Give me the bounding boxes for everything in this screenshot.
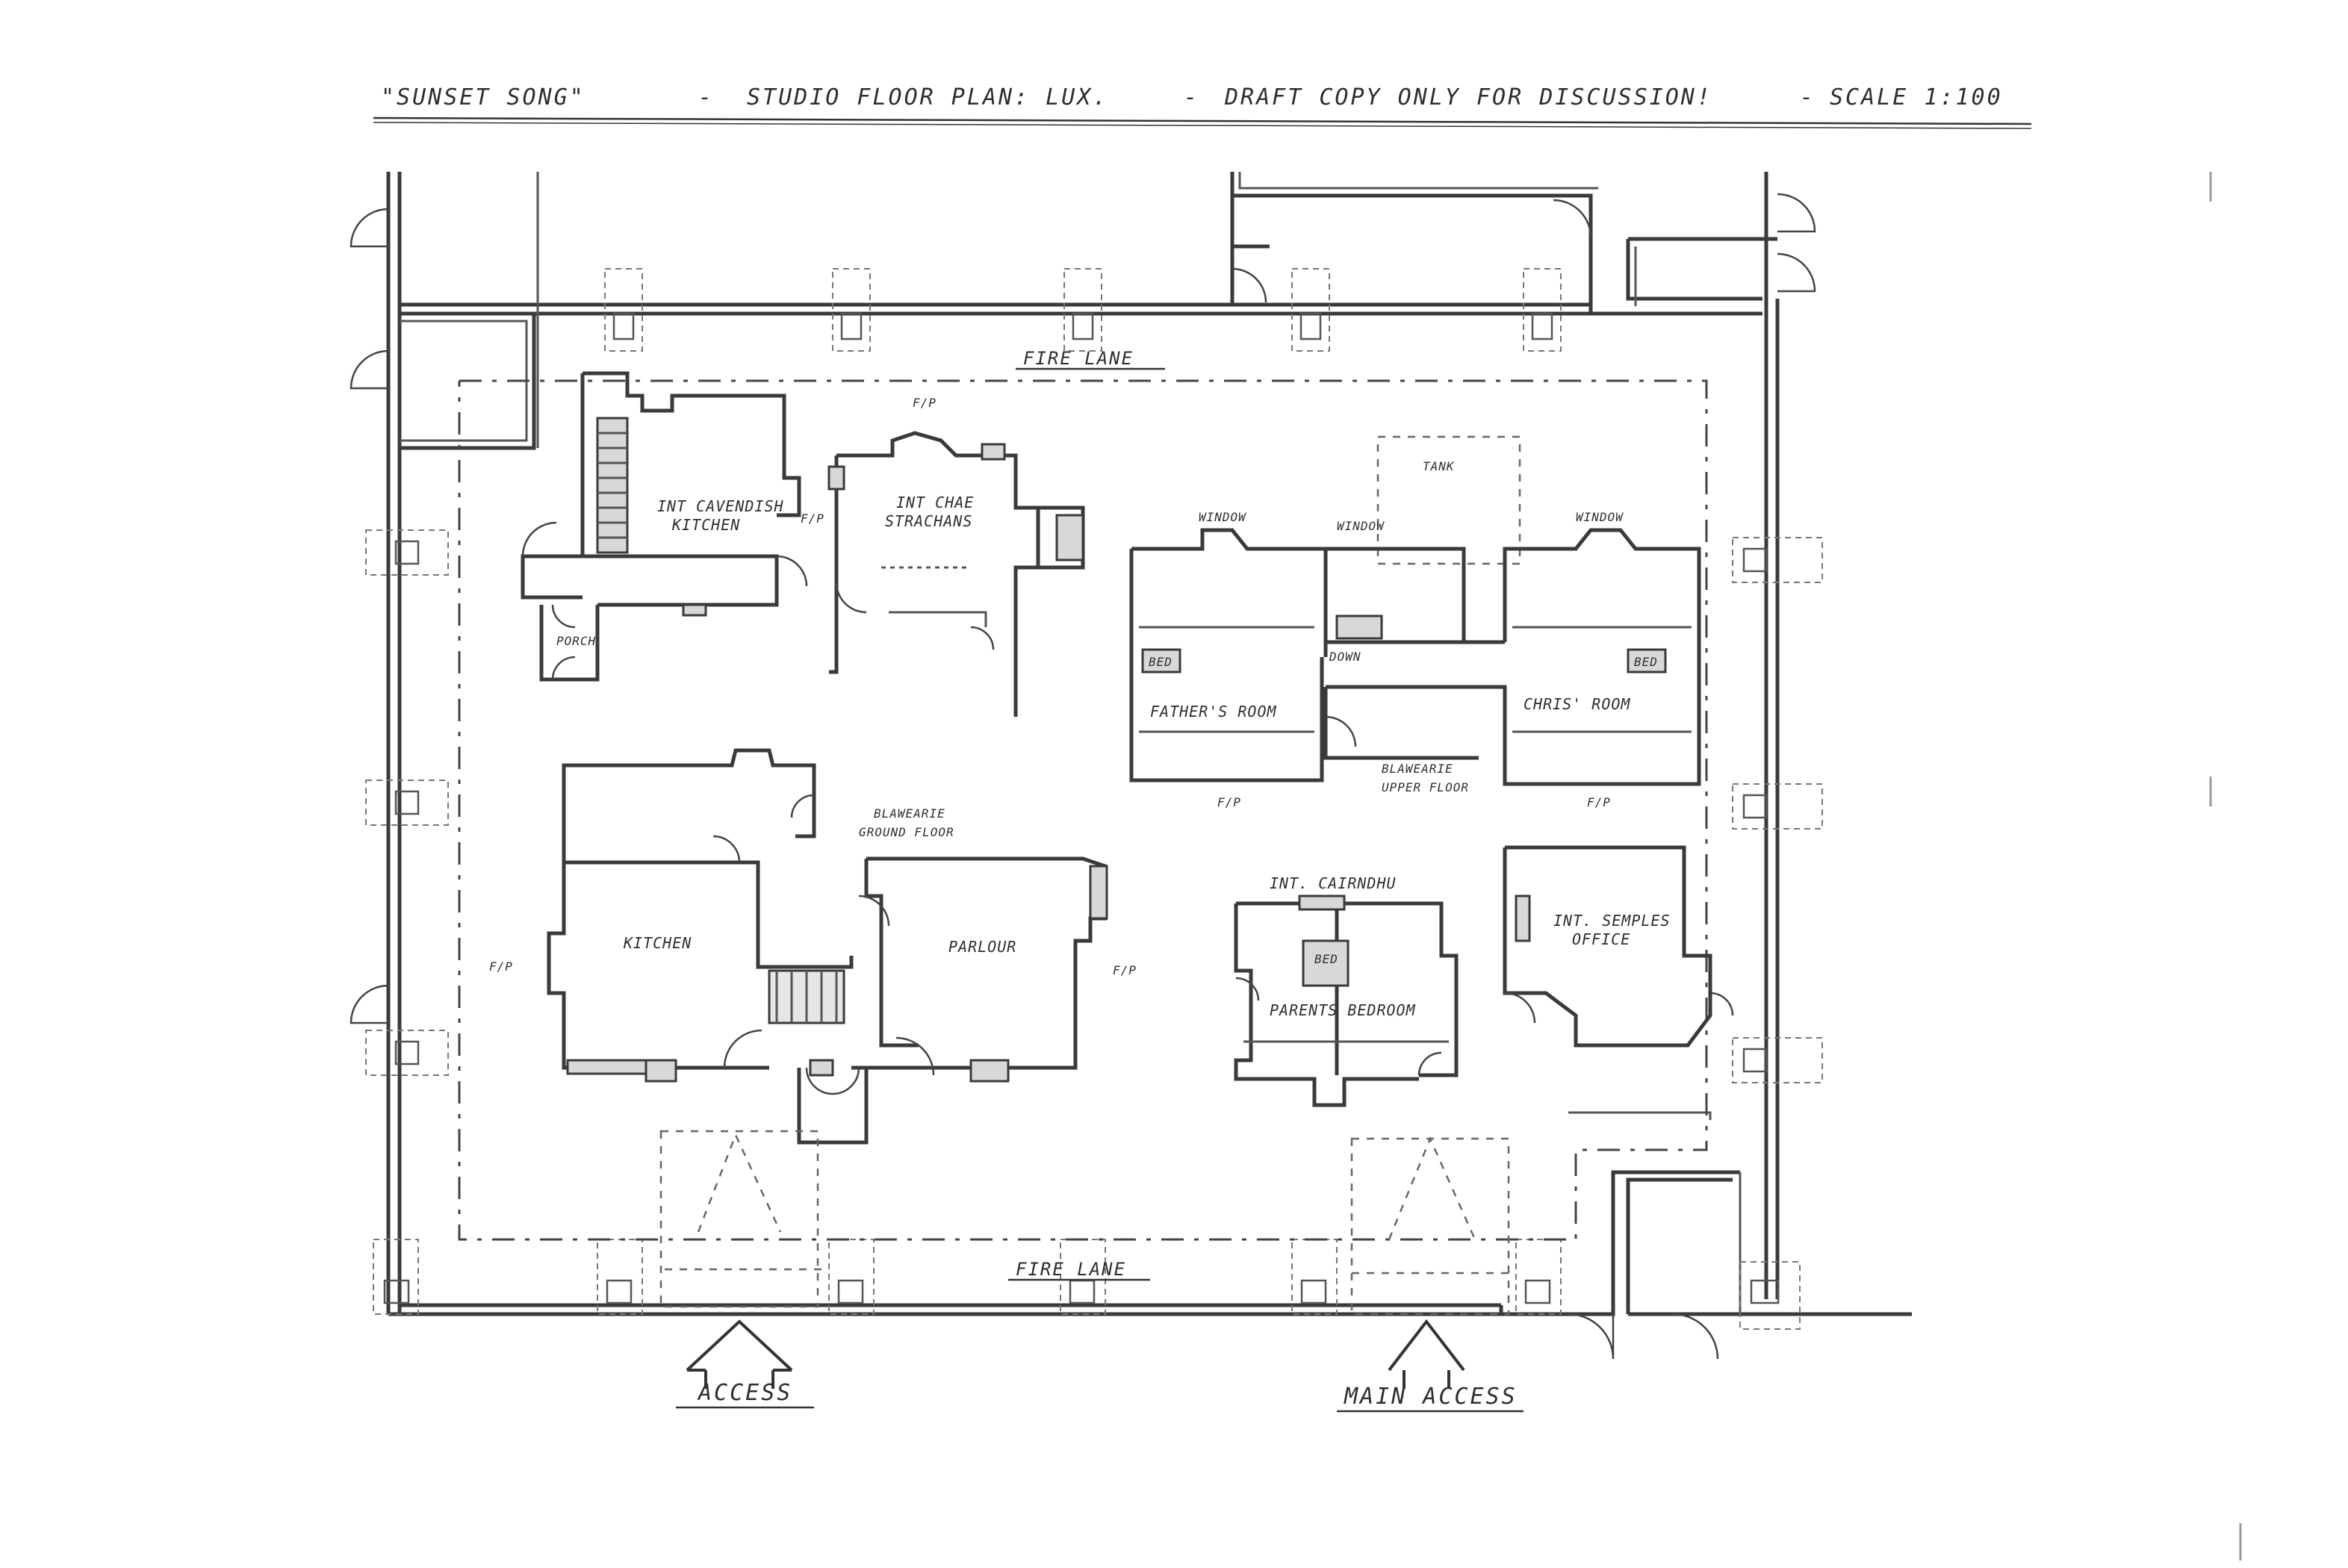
int-cavendish-fp-label: F/P <box>801 511 824 526</box>
set-int-semples-office <box>1503 845 1712 1048</box>
set-int-chae-strachans <box>827 431 1085 717</box>
fire-lane-label-top: FIRE LANE <box>1023 348 1134 369</box>
title-project: "SUNSET SONG" <box>381 84 586 111</box>
title-block: "SUNSET SONG" - STUDIO FLOOR PLAN: LUX. … <box>373 84 2032 129</box>
bed-right-label: BED <box>1634 655 1658 669</box>
chris-room-fp-label: F/P <box>1587 795 1611 809</box>
title-underline <box>373 116 2032 125</box>
window-mid-label: WINDOW <box>1337 519 1385 533</box>
outer-doors <box>350 193 1816 1360</box>
parents-bedroom-label: PARENTS BEDROOM <box>1270 1001 1416 1019</box>
kitchen-label: KITCHEN <box>623 934 692 952</box>
porch-label: PORCH <box>556 634 596 648</box>
int-cavendish-label-line2: KITCHEN <box>671 516 740 534</box>
tank-outline <box>1376 435 1521 565</box>
int-chae-fp-label: F/P <box>913 396 937 410</box>
fathers-room-label: FATHER'S ROOM <box>1150 703 1277 721</box>
blawearie-upper-label-line2: UPPER FLOOR <box>1382 780 1469 794</box>
int-semples-label-line1: INT. SEMPLES <box>1553 912 1671 930</box>
main-access-label: MAIN ACCESS <box>1344 1384 1518 1410</box>
parents-bed-label: BED <box>1314 952 1338 966</box>
int-semples-label-line2: OFFICE <box>1572 930 1630 948</box>
int-chae-label-line2: STRACHANS <box>885 512 972 530</box>
int-cairndhu-label: INT. CAIRNDHU <box>1270 874 1397 892</box>
set-blawearie-ground-floor <box>547 748 1339 1145</box>
set-int-cairndhu-parents-bedroom <box>1234 895 1459 1107</box>
int-chae-label-line1: INT CHAE <box>896 494 974 511</box>
title-status: DRAFT COPY ONLY FOR DISCUSSION! <box>1224 84 1712 111</box>
parlour-label: PARLOUR <box>948 938 1016 956</box>
blawearie-upper-label-line1: BLAWEARIE <box>1382 762 1453 776</box>
tank-label: TANK <box>1423 459 1455 473</box>
set-blawearie-upper-floor <box>1129 435 1701 786</box>
title-underline-2 <box>373 122 2032 129</box>
margin-marks <box>2209 172 2242 1561</box>
blawearie-ground-label-line2: GROUND FLOOR <box>859 825 954 839</box>
chris-room-label: CHRIS' ROOM <box>1524 695 1630 713</box>
fire-lane-label-bottom: FIRE LANE <box>1016 1259 1126 1280</box>
access-marker-left <box>659 1130 822 1389</box>
title-dash-2: - <box>1184 84 1199 111</box>
window-left-label: WINDOW <box>1199 510 1246 524</box>
title-scale: SCALE 1:100 <box>1830 84 2003 111</box>
int-cavendish-label-line1: INT CAVENDISH <box>657 497 784 515</box>
access-marker-main <box>1350 1136 1510 1389</box>
fathers-room-fp-label: F/P <box>1217 795 1241 809</box>
column-piers <box>365 268 1823 1330</box>
fire-lane-outline <box>458 379 1708 1241</box>
blawearie-ground-label-line1: BLAWEARIE <box>874 806 945 821</box>
bed-left-label: BED <box>1149 655 1173 669</box>
access-label: ACCESS <box>697 1380 792 1406</box>
kitchen-fp-label: F/P <box>489 959 513 974</box>
window-right-label: WINDOW <box>1576 510 1624 524</box>
studio-outer-walls <box>386 172 1912 1316</box>
down-label: DOWN <box>1329 650 1361 664</box>
set-int-cavendish-kitchen <box>521 371 808 682</box>
title-sheet: STUDIO FLOOR PLAN: LUX. <box>747 84 1108 111</box>
title-dash-1: - <box>698 84 714 111</box>
title-dash-3: - <box>1800 84 1816 111</box>
parlour-fp-label: F/P <box>1113 963 1137 977</box>
